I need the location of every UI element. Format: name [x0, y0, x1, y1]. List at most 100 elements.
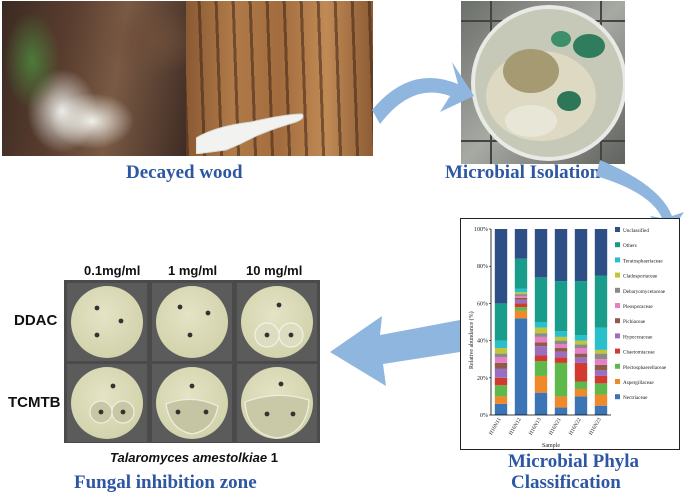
- bar-segment: [534, 346, 548, 356]
- x-tick-label: H16N21: [548, 417, 563, 437]
- bar-segment: [574, 229, 588, 282]
- bar-segment: [574, 340, 588, 345]
- bar-segment: [514, 258, 528, 289]
- legend-swatch: [615, 318, 620, 324]
- legend-label: Others: [623, 243, 637, 249]
- bar-segment: [494, 357, 508, 363]
- y-tick-label: 100%: [474, 227, 488, 233]
- bar-segment: [514, 303, 528, 308]
- bar-segment: [514, 297, 528, 300]
- plate-wells: [177, 304, 211, 338]
- bar-segment: [554, 348, 568, 352]
- bar-segment: [494, 377, 508, 386]
- bar-segment: [574, 357, 588, 363]
- bar-segment: [554, 362, 568, 397]
- plate-tcmtb-mid: [152, 364, 232, 442]
- x-tick-label: H16N13: [528, 417, 543, 437]
- petri-dish-icon: [461, 1, 625, 164]
- legend-swatch: [615, 272, 620, 278]
- legend-label: Unclassified: [623, 227, 649, 234]
- bar-segment: [554, 331, 568, 337]
- bar-segment: [534, 361, 548, 376]
- bar-segment: [514, 288, 528, 293]
- bar-segment: [554, 344, 568, 349]
- legend-label: Teratosphaeriaceae: [623, 258, 663, 264]
- plate-ddac-high: [237, 283, 317, 361]
- bar-segment: [574, 281, 588, 336]
- legend-swatch: [615, 363, 620, 369]
- bar-segment: [554, 351, 568, 358]
- bar-segment: [534, 322, 548, 328]
- legend-swatch: [615, 257, 620, 263]
- plate-ddac-mid: [152, 283, 232, 361]
- bar-segment: [534, 229, 548, 278]
- x-tick-label: H16N12: [508, 417, 523, 437]
- legend-label: Chaetomiaceae: [623, 350, 655, 356]
- bar-segment: [554, 357, 568, 363]
- x-tick-label: H16N23: [588, 417, 603, 437]
- bar-segment: [534, 327, 548, 334]
- concentration-label-0: 0.1mg/ml: [84, 263, 141, 278]
- bar-segment: [494, 368, 508, 378]
- bar-segment: [534, 277, 548, 322]
- legend-label: Aspergillaceae: [623, 380, 654, 386]
- species-caption: Talaromyces amestolkiae 1: [110, 450, 278, 465]
- bar-segment: [554, 336, 568, 341]
- legend-label: Cladosporiaceae: [623, 274, 658, 280]
- bar-segment: [514, 294, 528, 296]
- row-label-ddac: DDAC: [14, 312, 58, 329]
- bar-segment: [594, 375, 608, 384]
- bar-segment: [594, 383, 608, 395]
- bar-segment: [534, 392, 548, 415]
- x-tick-label: H16N22: [568, 417, 583, 437]
- bar-segment: [594, 370, 608, 376]
- legend-swatch: [615, 303, 620, 308]
- bar-segment: [494, 348, 508, 354]
- bar-segment: [494, 340, 508, 349]
- microbial-phyla-label-line2: Classification: [511, 472, 621, 493]
- arrow-phyla-to-inhibition: [330, 316, 460, 386]
- legend-swatch: [615, 348, 620, 354]
- bar-segment: [594, 229, 608, 276]
- y-tick-label: 80%: [477, 264, 488, 270]
- bar-segment: [574, 353, 588, 358]
- inhibition-plates-grid: [64, 280, 320, 443]
- arrow-isolation-to-phyla: [596, 160, 684, 236]
- decayed-wood-label: Decayed wood: [126, 162, 243, 183]
- fungal-inhibition-label: Fungal inhibition zone: [74, 472, 257, 493]
- decayed-wood-photo-left: [2, 1, 186, 156]
- bar-segment: [534, 355, 548, 362]
- y-tick-label: 40%: [477, 339, 488, 345]
- bar-segment: [594, 359, 608, 365]
- bar-segment: [594, 394, 608, 406]
- legend-swatch: [615, 242, 620, 248]
- legend-swatch: [615, 379, 620, 384]
- x-axis-label: Sample: [542, 443, 560, 449]
- legend-swatch: [615, 333, 620, 339]
- bar-segment: [494, 229, 508, 304]
- bar-segment: [574, 362, 588, 382]
- bar-segment: [514, 292, 528, 295]
- bar-segment: [554, 396, 568, 408]
- concentration-label-1: 1 mg/ml: [168, 263, 218, 278]
- bar-segment: [514, 229, 528, 259]
- bar-segment: [594, 327, 608, 350]
- bar-segment: [574, 388, 588, 397]
- bar-segment: [514, 318, 528, 415]
- legend-swatch: [615, 227, 620, 232]
- bar-segment: [594, 353, 608, 360]
- bar-segment: [494, 303, 508, 341]
- bar-segment: [494, 362, 508, 369]
- plate-wells: [94, 305, 124, 338]
- plate-wells: [244, 381, 310, 439]
- bar-segment: [574, 381, 588, 389]
- bar-segment: [534, 333, 548, 337]
- bar-segment: [574, 348, 588, 354]
- y-tick-label: 20%: [477, 376, 488, 382]
- bar-segment: [514, 307, 528, 311]
- bar-segment: [594, 364, 608, 371]
- legend-swatch: [615, 394, 620, 400]
